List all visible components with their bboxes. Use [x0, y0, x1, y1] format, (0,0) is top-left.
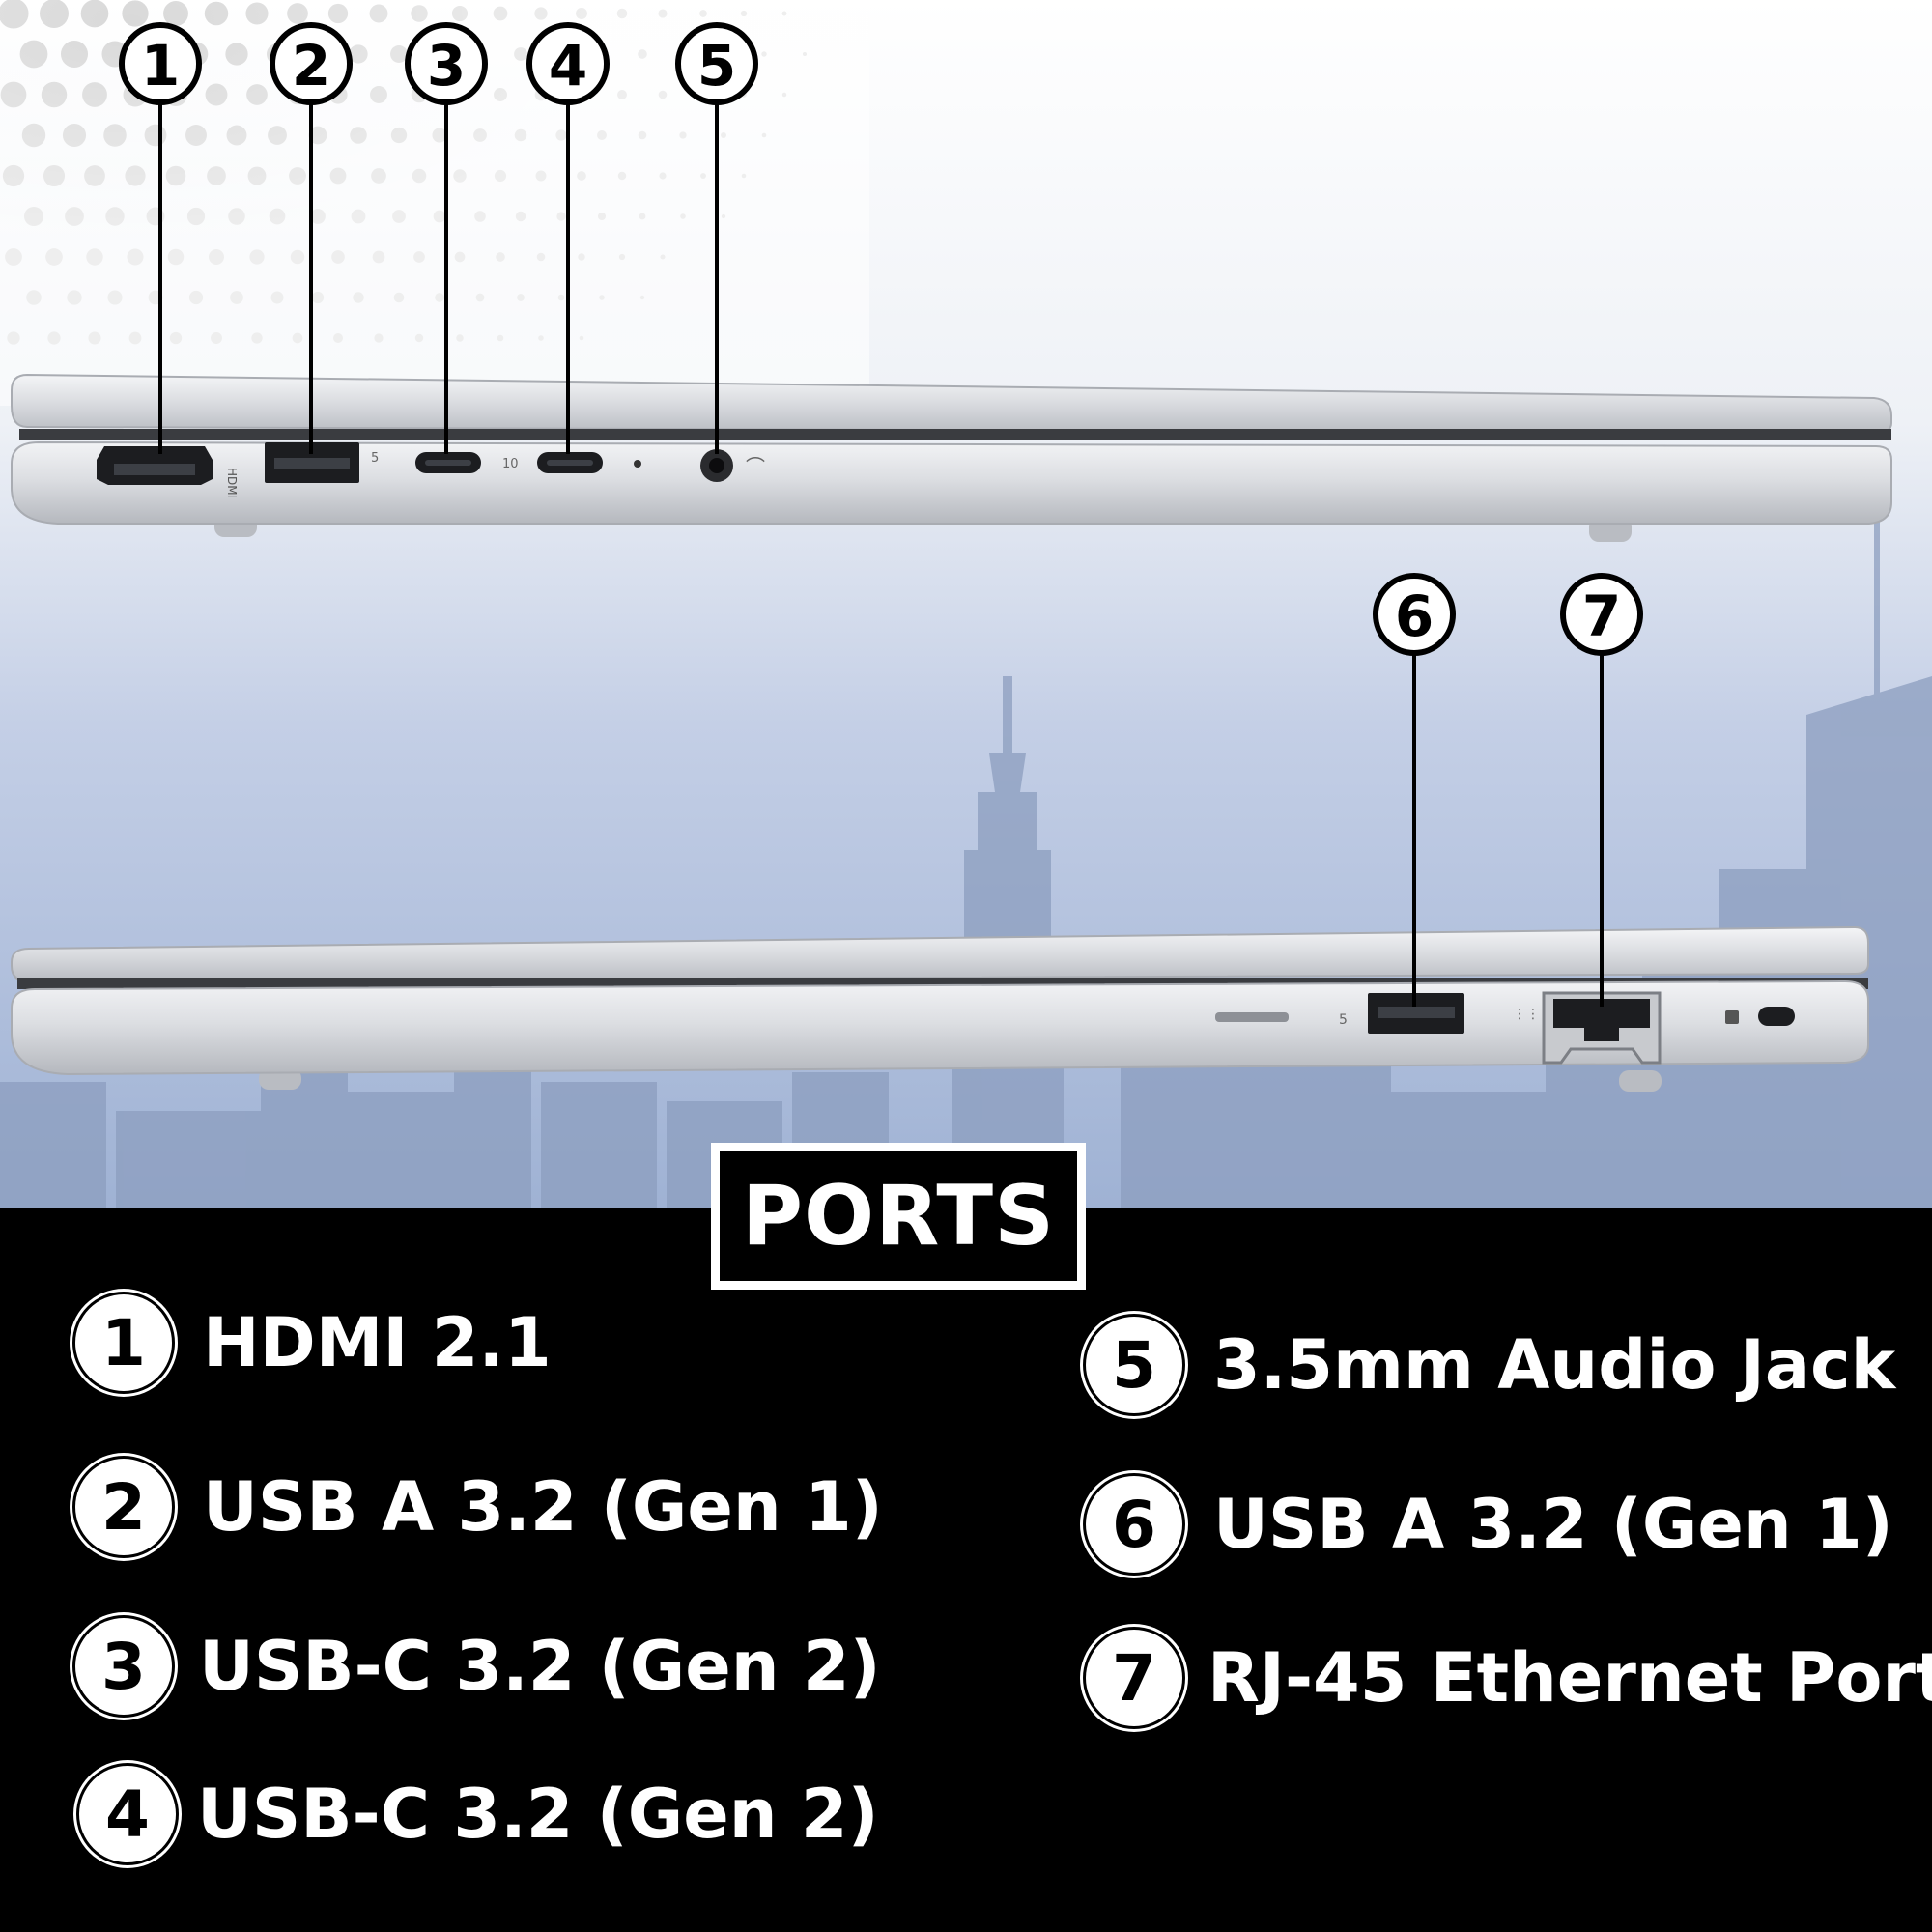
ports-title: PORTS: [741, 1168, 1056, 1264]
port-label: USB-C 3.2 (Gen 2): [199, 1627, 881, 1706]
port-label: USB-C 3.2 (Gen 2): [197, 1775, 879, 1854]
svg-text:2: 2: [292, 33, 330, 99]
port-item-1: 1 HDMI 2.1: [75, 1294, 552, 1391]
svg-text:4: 4: [549, 33, 587, 99]
port-number-badge: 3: [75, 1618, 172, 1715]
callout-5: 5: [675, 22, 758, 105]
svg-text:7: 7: [1582, 583, 1621, 649]
svg-text:HDMI: HDMI: [225, 468, 239, 498]
port-label: RJ-45 Ethernet Port: [1208, 1638, 1932, 1718]
svg-text:3: 3: [427, 33, 466, 99]
lock-icon: [1725, 1010, 1739, 1024]
port-item-5: 5 3.5mm Audio Jack: [1086, 1317, 1895, 1413]
port-item-3: 3 USB-C 3.2 (Gen 2): [75, 1618, 881, 1715]
ports-title-inner: PORTS: [720, 1151, 1077, 1281]
svg-text:10: 10: [502, 457, 519, 471]
port-label: 3.5mm Audio Jack: [1213, 1325, 1896, 1405]
callout-1: 1: [119, 22, 202, 105]
port-item-4: 4 USB-C 3.2 (Gen 2): [79, 1766, 879, 1862]
callout-6: 6: [1373, 573, 1456, 656]
port-label: USB A 3.2 (Gen 1): [1213, 1485, 1893, 1564]
port-number-badge: 4: [79, 1766, 176, 1862]
port-label: HDMI 2.1: [203, 1303, 552, 1382]
svg-text:⌒: ⌒: [746, 455, 765, 478]
callout-4: 4: [526, 22, 610, 105]
port-number-badge: 2: [75, 1459, 172, 1555]
laptop-side-views: HDMI 5 10 ⌒ 5 ⋮⋮: [0, 0, 1932, 1208]
callout-lines: [158, 102, 1604, 1007]
callout-7: 7: [1560, 573, 1643, 656]
svg-text:5: 5: [1339, 1012, 1348, 1028]
scene-illustration: HDMI 5 10 ⌒ 5 ⋮⋮: [0, 0, 1932, 1208]
svg-text:5: 5: [697, 33, 736, 99]
callout-3: 3: [405, 22, 488, 105]
port-item-6: 6 USB A 3.2 (Gen 1): [1086, 1476, 1893, 1573]
callout-2: 2: [270, 22, 353, 105]
callout-bubbles: 1 2 3 4 5 6 7: [119, 22, 1643, 656]
lock-slot-icon: [1758, 1007, 1795, 1026]
ports-list-panel: 1 HDMI 2.1 2 USB A 3.2 (Gen 1) 3 USB-C 3…: [0, 1208, 1932, 1932]
laptop-left-side: HDMI 5 10 ⌒: [11, 373, 1892, 542]
port-number-badge: 6: [1086, 1476, 1182, 1573]
laptop-right-side: 5 ⋮⋮: [11, 925, 1869, 1092]
port-number-badge: 1: [75, 1294, 172, 1391]
svg-text:6: 6: [1395, 583, 1434, 649]
port-label: USB A 3.2 (Gen 1): [203, 1467, 883, 1547]
svg-text:⋮⋮: ⋮⋮: [1513, 1007, 1540, 1022]
port-item-2: 2 USB A 3.2 (Gen 1): [75, 1459, 883, 1555]
port-number-badge: 7: [1086, 1630, 1182, 1726]
port-item-7: 7 RJ-45 Ethernet Port: [1086, 1630, 1932, 1726]
svg-text:1: 1: [141, 33, 180, 99]
ports-title-box: PORTS: [711, 1143, 1086, 1290]
port-number-badge: 5: [1086, 1317, 1182, 1413]
svg-text:5: 5: [371, 451, 379, 466]
